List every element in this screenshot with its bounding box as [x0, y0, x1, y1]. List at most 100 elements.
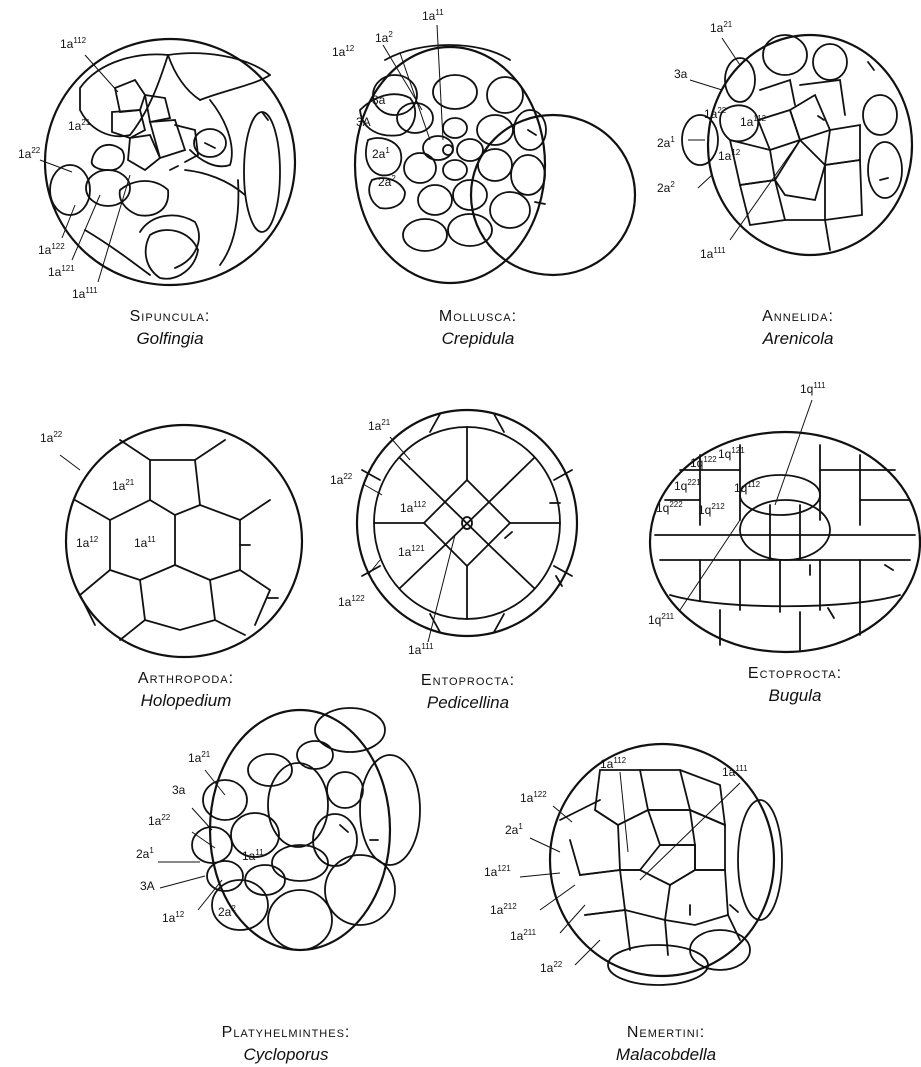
cell-label: 1a21	[68, 118, 91, 133]
cell-label-base: 1a	[422, 9, 436, 23]
cell-label: 2a1	[657, 135, 675, 150]
cell-label-superscript: 22	[343, 472, 352, 481]
cell-label-superscript: 22	[31, 146, 40, 155]
phylum-name: Mollusca:	[368, 306, 588, 328]
cell-label-base: 1a	[510, 929, 524, 943]
cell-label-superscript: 212	[503, 902, 517, 911]
genus-name: Cycloporus	[176, 1044, 396, 1066]
cell-label-superscript: 11	[255, 848, 264, 857]
cell-label-superscript: 221	[687, 478, 701, 487]
cell-label-base: 1a	[38, 243, 52, 257]
cell-label-base: 1a	[112, 479, 126, 493]
cell-label-base: 1a	[332, 45, 346, 59]
caption-nemertini: Nemertini: Malacobdella	[556, 1022, 776, 1066]
cell-label-superscript: 121	[497, 864, 511, 873]
cell-label-superscript: 21	[81, 118, 90, 127]
cell-label: 2a1	[505, 822, 523, 837]
cell-label-base: 1a	[68, 119, 82, 133]
cell-label: 1a211	[510, 928, 537, 943]
cell-label-superscript: 112	[73, 36, 86, 45]
cell-label-base: 1a	[718, 149, 732, 163]
cell-label-superscript: 112	[413, 500, 426, 509]
cell-label: 1a21	[112, 478, 135, 493]
cell-label-superscript: 111	[813, 381, 826, 390]
cell-label: 1a22	[148, 813, 171, 828]
genus-name: Golfingia	[60, 328, 280, 350]
embryo-nemertini	[520, 744, 782, 985]
cell-label: 1a111	[722, 764, 748, 779]
cell-label: 1a212	[490, 902, 517, 917]
embryo-annelida	[682, 35, 912, 255]
cell-label-base: 1a	[338, 595, 352, 609]
cell-label-base: 2a	[372, 147, 386, 161]
cell-label: 3A	[356, 115, 371, 129]
cell-label-base: 1a	[710, 21, 724, 35]
cell-label: 1a12	[76, 535, 99, 550]
cell-label-base: 1a	[722, 765, 736, 779]
cell-label-superscript: 212	[711, 502, 725, 511]
cell-label-superscript: 1	[518, 822, 523, 831]
cell-label-base: 1q	[674, 479, 687, 493]
cell-label-base: 2a	[505, 823, 519, 837]
cell-label-superscript: 22	[53, 430, 62, 439]
cell-label-superscript: 222	[669, 500, 683, 509]
phylum-name: Entoprocta:	[358, 670, 578, 692]
caption-sipuncula: Sipuncula: Golfingia	[60, 306, 280, 350]
cell-label-superscript: 2	[231, 904, 236, 913]
embryo-entoprocta	[357, 410, 577, 642]
cell-label: 1q122	[690, 455, 717, 470]
cell-label-base: 1q	[718, 447, 731, 461]
caption-platyhelminthes: Platyhelminthes: Cycloporus	[176, 1022, 396, 1066]
cell-label-superscript: 121	[411, 544, 425, 553]
cell-label: 1a122	[38, 242, 65, 257]
cell-label: 1q212	[698, 502, 725, 517]
cell-label: 1a11	[422, 8, 444, 23]
cell-label: 1a12	[162, 910, 185, 925]
cell-label-base: 2a	[136, 847, 150, 861]
cell-label-superscript: 112	[613, 756, 626, 765]
cell-label-base: 1a	[242, 849, 256, 863]
cell-label-superscript: 122	[51, 242, 65, 251]
cell-label: 1a12	[332, 44, 355, 59]
cell-label-superscript: 1	[385, 146, 390, 155]
caption-arthropoda: Arthropoda: Holopedium	[76, 668, 296, 712]
cell-label-base: 2a	[218, 905, 232, 919]
genus-name: Arenicola	[688, 328, 908, 350]
cell-label-superscript: 211	[523, 928, 536, 937]
cell-label-base: 1a	[600, 757, 614, 771]
cell-label-base: 3A	[140, 879, 155, 893]
cell-label-superscript: 1	[149, 846, 154, 855]
cell-label-superscript: 211	[661, 612, 674, 621]
genus-name: Crepidula	[368, 328, 588, 350]
cell-label-superscript: 2	[391, 174, 396, 183]
cell-label-base: 1a	[18, 147, 32, 161]
cell-label: 1a111	[408, 642, 434, 657]
cell-label-superscript: 12	[345, 44, 354, 53]
cell-label: 1a22	[540, 960, 563, 975]
cell-label: 1a12	[718, 148, 741, 163]
cell-label-superscript: 112	[747, 480, 760, 489]
cell-label: 3a	[674, 67, 688, 81]
cell-label-base: 1q	[690, 456, 703, 470]
cell-label-superscript: 2	[670, 180, 675, 189]
cell-label-superscript: 121	[731, 446, 745, 455]
cell-label: 2a2	[378, 174, 396, 189]
cell-label-base: 1a	[368, 419, 382, 433]
cell-label-base: 1a	[60, 37, 74, 51]
cell-label: 1a22	[704, 106, 727, 121]
cell-label: 1a112	[60, 36, 87, 51]
cell-label: 1a122	[520, 790, 547, 805]
cell-label: 1a22	[18, 146, 41, 161]
cell-label: 1a22	[330, 472, 353, 487]
caption-ectoprocta: Ectoprocta: Bugula	[685, 663, 905, 707]
embryo-mollusca	[355, 25, 635, 283]
cell-label: 1a2	[375, 30, 393, 45]
cell-label-base: 1a	[484, 865, 498, 879]
cell-label-superscript: 11	[435, 8, 444, 17]
cell-label-superscript: 111	[735, 764, 748, 773]
phylum-name: Nemertini:	[556, 1022, 776, 1044]
cell-label-base: 1a	[134, 536, 148, 550]
cell-label: 2a1	[372, 146, 390, 161]
cell-label-superscript: 111	[85, 286, 98, 295]
